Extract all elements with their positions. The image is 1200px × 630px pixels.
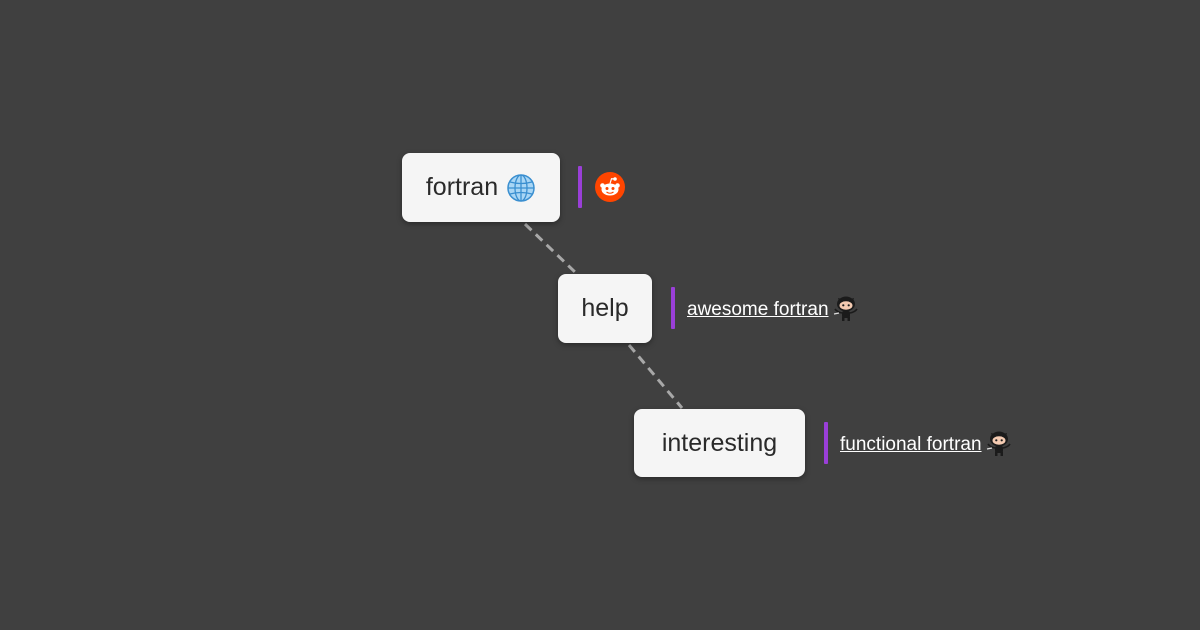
link-functional-fortran-text: functional fortran [840,434,982,455]
node-fortran[interactable]: fortran [402,153,560,222]
edge-fortran-help [523,222,578,275]
link-accent-bar-help [671,287,675,329]
node-help[interactable]: help [558,274,652,343]
link-awesome-fortran[interactable]: awesome fortran [687,294,861,326]
edge-help-interesting [627,344,684,409]
node-fortran-label: fortran [425,173,499,201]
link-functional-fortran[interactable]: functional fortran [840,429,1014,461]
node-help-label: help [581,294,629,322]
link-accent-bar-fortran [578,166,582,208]
link-accent-bar-interesting [824,422,828,464]
link-awesome-fortran-text: awesome fortran [687,299,829,320]
reddit-icon[interactable] [595,172,625,202]
github-octocat-icon [831,293,861,323]
node-interesting[interactable]: interesting [634,409,805,477]
node-interesting-label: interesting [661,428,778,457]
github-octocat-icon [984,428,1014,458]
globe-icon[interactable] [506,173,536,203]
